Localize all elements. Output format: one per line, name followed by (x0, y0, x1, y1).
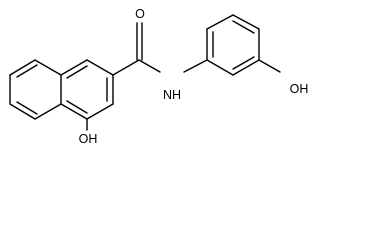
bond-nap-8 (86, 59, 114, 76)
bond-c-amide (112, 59, 140, 76)
bond-ph-5 (232, 59, 260, 76)
bond-n-ring (183, 59, 208, 73)
carbonyl-oxygen-label: O (135, 7, 145, 21)
naphthalene-hydroxyl-label: OH (79, 132, 98, 146)
amide-nh-label: NH (163, 88, 181, 102)
bond-nap-5 (9, 103, 36, 120)
phenyl-hydroxyl-label: OH (290, 82, 309, 96)
bond-nap-1-inner (16, 64, 38, 78)
bond-nap-2 (34, 59, 62, 76)
bond-oh-ph (258, 59, 281, 73)
bond-nap-11-inner (66, 100, 88, 114)
bond-nap-11 (60, 103, 88, 120)
bond-ph-2 (206, 14, 234, 30)
bond-ph-5-inner (232, 56, 255, 70)
bond-nap-5-inner (16, 101, 38, 115)
bond-nap-7 (60, 59, 88, 76)
bonds (9, 14, 281, 131)
bond-c-n (138, 59, 161, 73)
bond-ph-3 (232, 14, 260, 30)
bond-ph-3-inner (232, 20, 255, 34)
bond-nap-7-inner (66, 65, 88, 79)
bond-nap-10 (86, 103, 114, 120)
bond-ph-6 (206, 59, 234, 76)
bond-nap-4 (34, 103, 62, 120)
bond-nap-1 (9, 59, 36, 76)
atom-labels: O NH OH OH (79, 7, 309, 146)
molecule-structure: O NH OH OH (9, 7, 309, 146)
